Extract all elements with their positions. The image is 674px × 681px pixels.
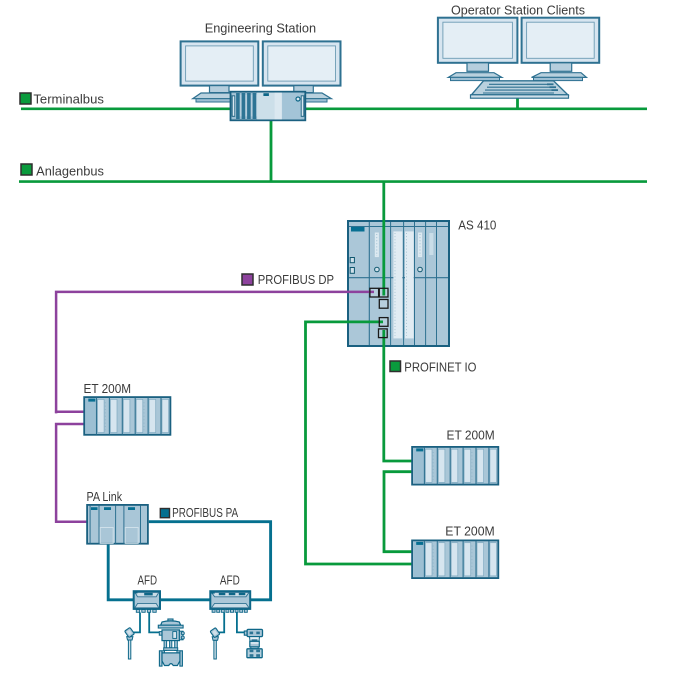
svg-text:PA Link: PA Link (87, 490, 123, 504)
svg-text:ET 200M: ET 200M (445, 524, 494, 538)
svg-text:PROFIBUS PA: PROFIBUS PA (172, 506, 239, 520)
svg-text:AS 410: AS 410 (458, 218, 496, 232)
svg-text:AFD: AFD (138, 574, 158, 588)
svg-text:ET 200M: ET 200M (84, 382, 132, 396)
svg-text:ET 200M: ET 200M (447, 429, 495, 443)
svg-text:Operator Station Clients: Operator Station Clients (451, 2, 585, 17)
svg-text:PROFINET IO: PROFINET IO (404, 360, 476, 374)
svg-text:Engineering Station: Engineering Station (205, 21, 316, 36)
svg-text:PROFIBUS DP: PROFIBUS DP (258, 273, 334, 287)
svg-text:AFD: AFD (220, 574, 240, 588)
svg-text:Anlagenbus: Anlagenbus (36, 165, 104, 179)
svg-text:Terminalbus: Terminalbus (33, 92, 104, 106)
